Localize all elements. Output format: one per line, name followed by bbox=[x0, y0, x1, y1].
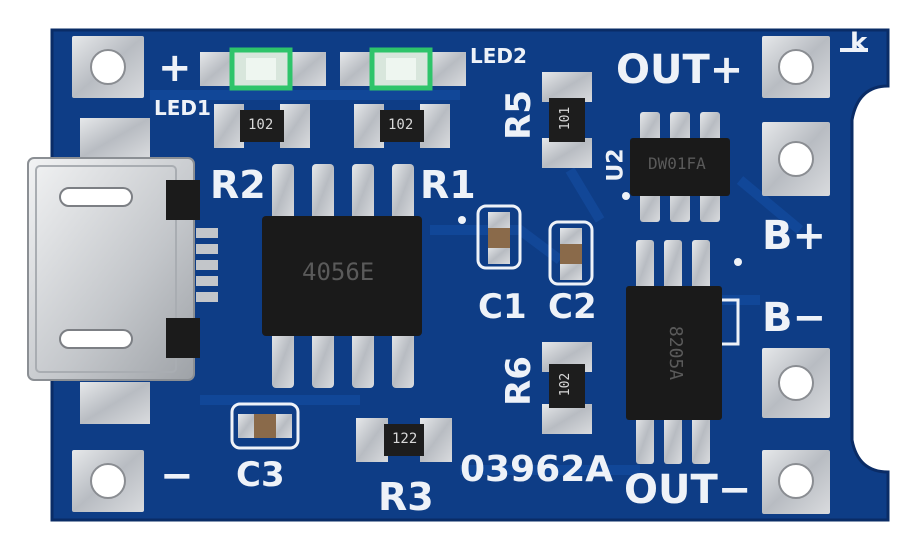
mosfet-chip-marking: 8205A bbox=[665, 325, 687, 381]
k-marker-label: k bbox=[850, 28, 868, 58]
r1-code: 102 bbox=[388, 117, 414, 133]
b-plus-label: B+ bbox=[762, 213, 827, 259]
out-minus-label: OUT− bbox=[624, 467, 752, 513]
micro-usb-connector bbox=[27, 118, 218, 424]
r2-code: 102 bbox=[248, 117, 274, 133]
r5-label: R5 bbox=[498, 90, 539, 140]
r1-component bbox=[354, 104, 450, 148]
r6-label: R6 bbox=[498, 356, 539, 406]
plus-label: + bbox=[158, 45, 192, 91]
out-plus-label: OUT+ bbox=[616, 47, 744, 93]
led1-component bbox=[200, 47, 326, 91]
c3-label: C3 bbox=[236, 455, 285, 495]
led2-label: LED2 bbox=[470, 44, 527, 68]
r5-code: 101 bbox=[558, 106, 574, 131]
r2-component bbox=[214, 104, 310, 148]
led2-component bbox=[340, 47, 466, 91]
led1-label: LED1 bbox=[154, 96, 211, 120]
r3-label: R3 bbox=[378, 475, 434, 519]
r3-component bbox=[356, 418, 452, 462]
r3-code: 122 bbox=[392, 431, 418, 447]
c2-component bbox=[548, 220, 594, 286]
charger-chip-marking: 4056E bbox=[302, 258, 375, 286]
mounting-pads bbox=[72, 36, 830, 514]
c1-component bbox=[476, 204, 522, 270]
board-code-label: 03962A bbox=[460, 449, 614, 490]
c3-component bbox=[230, 402, 300, 450]
mosfet-ic bbox=[626, 240, 722, 464]
charger-ic bbox=[262, 164, 422, 388]
r6-code: 102 bbox=[558, 372, 574, 397]
minus-label: − bbox=[160, 453, 194, 499]
r5-component bbox=[542, 72, 592, 168]
r2-label: R2 bbox=[210, 163, 266, 207]
protection-ic bbox=[630, 112, 730, 222]
r1-label: R1 bbox=[420, 163, 476, 207]
c1-label: C1 bbox=[478, 287, 527, 327]
b-minus-label: B− bbox=[762, 295, 827, 341]
c2-label: C2 bbox=[548, 287, 597, 327]
protect-chip-marking: DW01FA bbox=[648, 154, 706, 173]
r6-component bbox=[542, 342, 592, 434]
u2-label: U2 bbox=[603, 148, 629, 182]
